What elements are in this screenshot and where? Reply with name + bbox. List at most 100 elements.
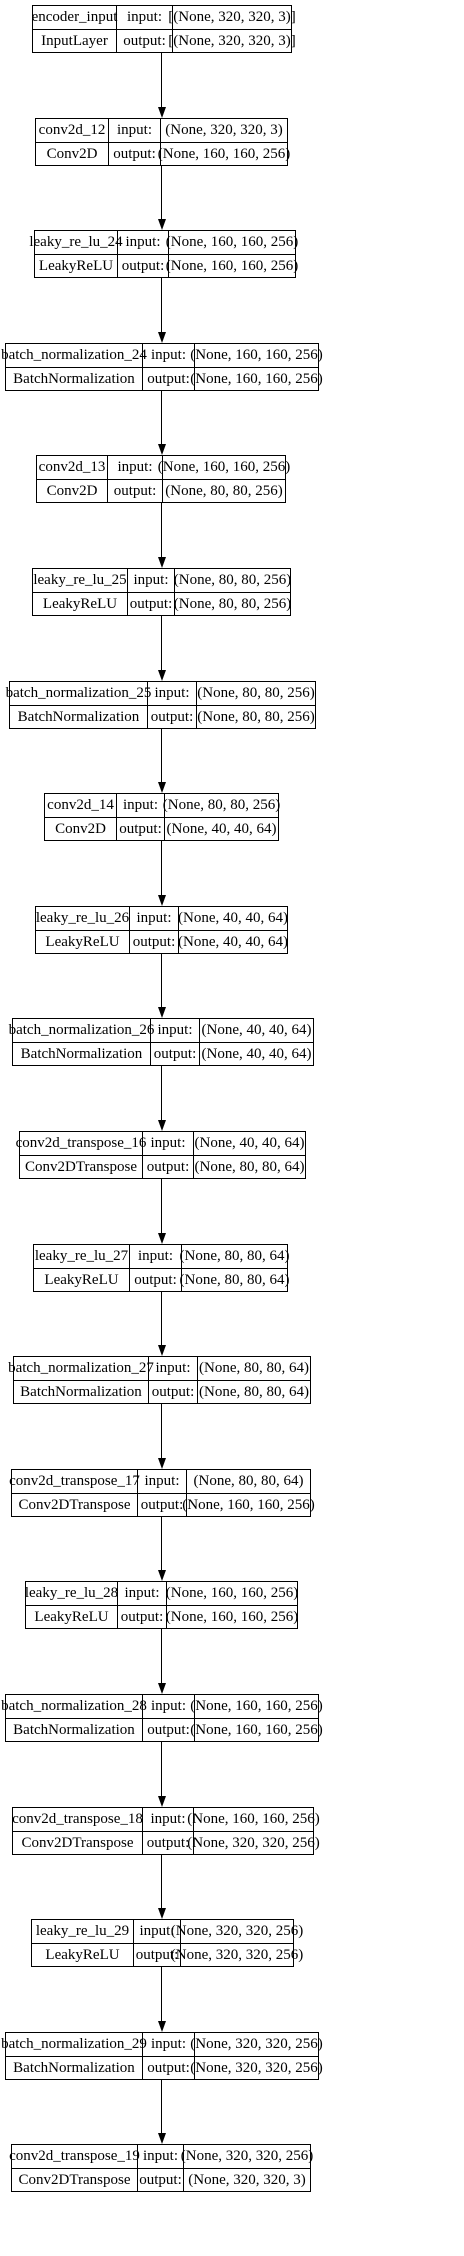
output-shape: (None, 320, 320, 3) <box>188 2172 306 2188</box>
row-divider <box>32 1943 293 1944</box>
layer-type: LeakyReLU <box>45 934 120 950</box>
layer-type: LeakyReLU <box>38 258 114 274</box>
output-shape: (None, 320, 320, 256) <box>190 2060 323 2076</box>
input-shape: (None, 40, 40, 64) <box>178 910 288 926</box>
row-divider <box>36 930 287 931</box>
row-divider <box>6 367 318 368</box>
column-divider <box>174 569 175 615</box>
column-divider <box>160 119 161 165</box>
layer-name: batch_normalization_27 <box>8 1360 154 1376</box>
arrow-head <box>157 2133 166 2144</box>
layer-type: Conv2D <box>46 146 98 162</box>
layer-name: conv2d_transpose_17 <box>9 1473 140 1489</box>
arrow-head <box>157 1007 166 1018</box>
input-shape: [(None, 320, 320, 3)] <box>168 9 296 25</box>
input-shape: (None, 160, 160, 256) <box>187 1811 320 1827</box>
output-shape: (None, 40, 40, 64) <box>178 934 288 950</box>
row-divider <box>6 2056 318 2057</box>
input-shape: (None, 40, 40, 64) <box>201 1022 312 1038</box>
edge-line <box>161 616 162 671</box>
layer-type: Conv2DTranspose <box>18 1497 131 1513</box>
column-divider <box>116 794 117 840</box>
column-divider <box>137 1470 138 1516</box>
layer-type: Conv2DTranspose <box>18 2172 131 2188</box>
input-label: input: <box>150 347 186 363</box>
input-label: input: <box>150 1135 186 1151</box>
input-shape: (None, 160, 160, 256) <box>190 347 323 363</box>
input-shape: (None, 80, 80, 256) <box>197 685 315 701</box>
edge-line <box>161 166 162 220</box>
input-shape: (None, 160, 160, 256) <box>157 459 291 475</box>
input-label: input: <box>122 797 158 813</box>
edge-line <box>161 53 162 108</box>
output-label: output: <box>120 1609 164 1625</box>
column-divider <box>194 1695 195 1741</box>
output-shape: (None, 160, 160, 256) <box>182 1497 315 1513</box>
output-label: output: <box>146 1835 190 1851</box>
layer-name: batch_normalization_25 <box>5 685 152 701</box>
column-divider <box>180 1920 181 1966</box>
output-shape: (None, 160, 160, 256) <box>165 258 299 274</box>
input-shape: (None, 80, 80, 64) <box>179 1248 290 1264</box>
output-label: output: <box>132 934 176 950</box>
output-label: output: <box>146 1159 190 1175</box>
column-divider <box>193 1132 194 1178</box>
input-shape: (None, 320, 320, 256) <box>170 1923 304 1939</box>
input-label: input: <box>139 1923 175 1939</box>
column-divider <box>133 1920 134 1966</box>
arrow-head <box>157 1458 166 1469</box>
input-label: input: <box>133 572 169 588</box>
edge-line <box>161 1404 162 1459</box>
input-label: input: <box>117 459 153 475</box>
edge-line <box>161 1629 162 1684</box>
layer-type: BatchNormalization <box>20 1046 143 1062</box>
input-label: input: <box>142 2148 178 2164</box>
edge-line <box>161 1179 162 1234</box>
arrow-head <box>157 1570 166 1581</box>
column-divider <box>142 2033 143 2079</box>
column-divider <box>194 344 195 390</box>
edge-line <box>161 1855 162 1909</box>
arrow-head <box>157 557 166 568</box>
layer-type: BatchNormalization <box>17 709 140 725</box>
arrow-head <box>157 1683 166 1694</box>
output-label: output: <box>134 1272 177 1288</box>
input-label: input: <box>150 1811 186 1827</box>
output-shape: (None, 160, 160, 256) <box>190 371 323 387</box>
output-shape: (None, 320, 320, 256) <box>170 1947 304 1963</box>
input-label: input: <box>150 1698 186 1714</box>
edge-line <box>161 729 162 783</box>
arrow-head <box>157 1120 166 1131</box>
column-divider <box>197 1357 198 1403</box>
input-shape: (None, 320, 320, 256) <box>180 2148 314 2164</box>
column-divider <box>142 1132 143 1178</box>
row-divider <box>37 479 285 480</box>
input-label: input: <box>155 1360 191 1376</box>
edge-line <box>161 954 162 1008</box>
output-label: output: <box>150 709 194 725</box>
layer-name: conv2d_transpose_16 <box>15 1135 147 1151</box>
input-label: input: <box>144 1473 180 1489</box>
arrow-head <box>157 1908 166 1919</box>
row-divider <box>33 592 290 593</box>
column-divider <box>142 1808 143 1854</box>
layer-name: leaky_re_lu_28 <box>24 1585 119 1601</box>
arrow-head <box>157 1345 166 1356</box>
column-divider <box>183 2145 184 2191</box>
column-divider <box>181 1245 182 1291</box>
column-divider <box>137 2145 138 2191</box>
output-label: output: <box>147 371 190 387</box>
column-divider <box>168 231 169 277</box>
column-divider <box>117 1582 118 1628</box>
column-divider <box>127 569 128 615</box>
output-label: output: <box>113 483 157 499</box>
column-divider <box>107 456 108 502</box>
column-divider <box>186 1470 187 1516</box>
